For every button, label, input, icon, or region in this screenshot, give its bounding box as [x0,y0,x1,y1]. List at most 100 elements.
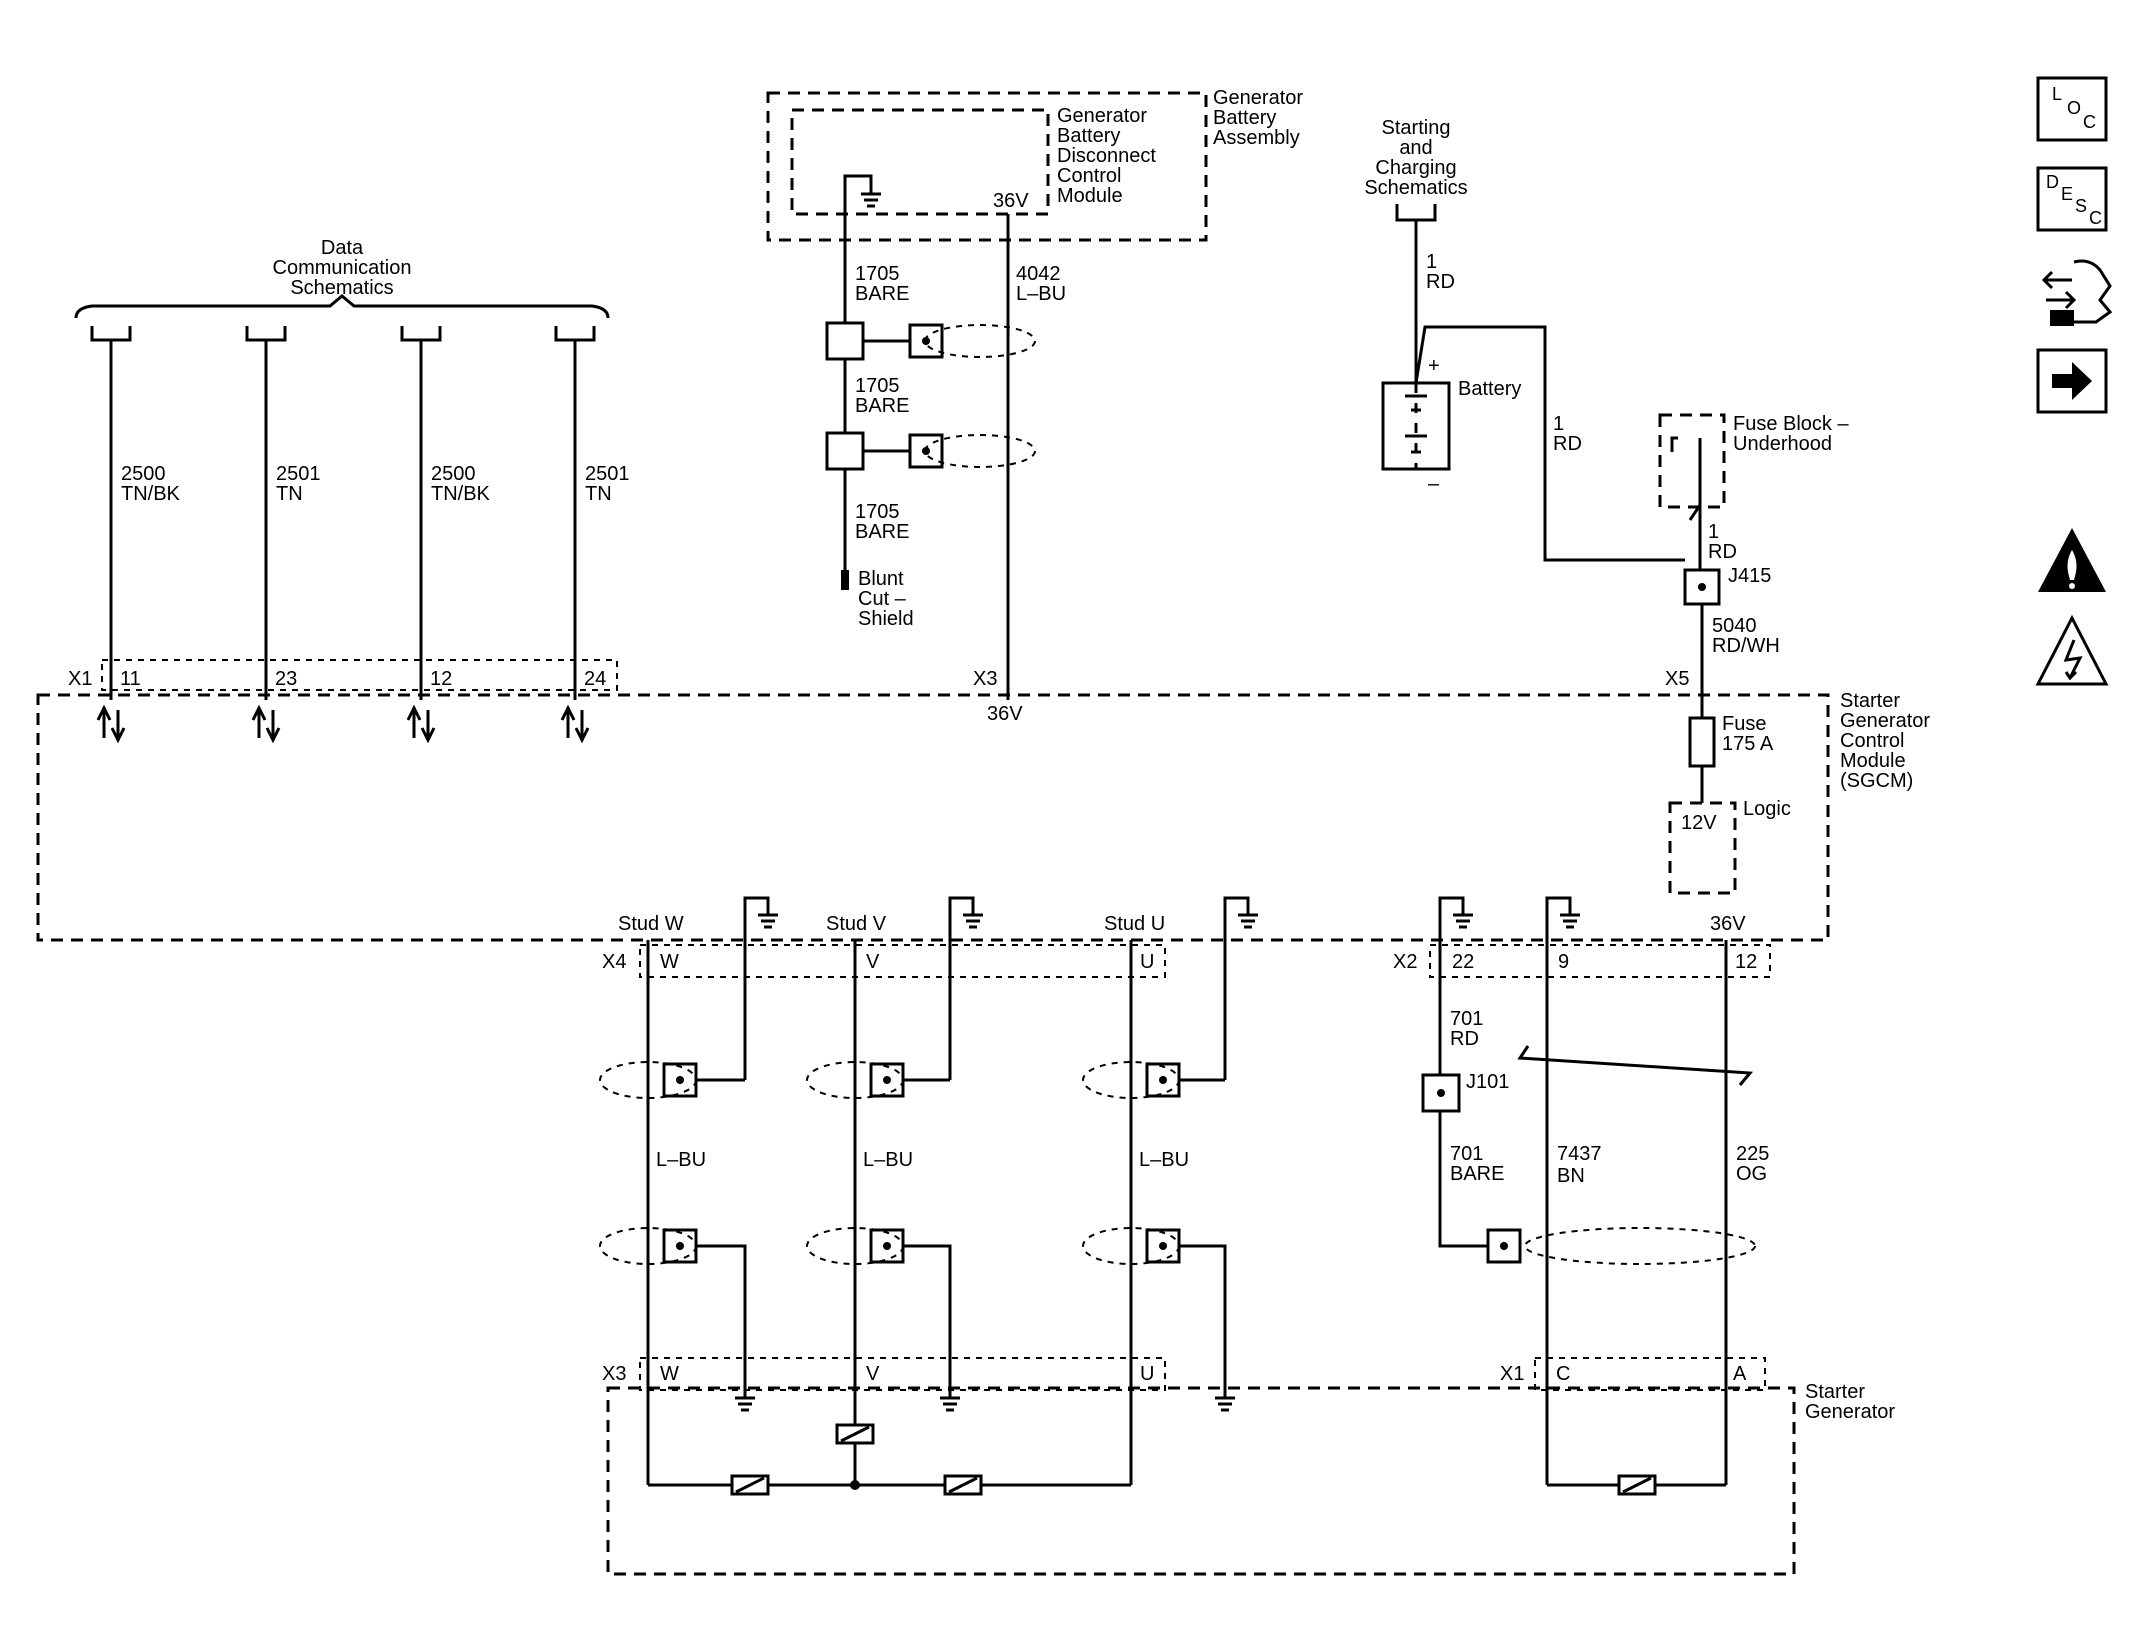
disconnect-control-module-outline [790,108,1050,216]
data-comm-wire-4-color: TN [585,483,612,505]
loc-icon-l: L [2052,84,2062,104]
stud-w-label: Stud W [618,913,684,935]
desc-icon[interactable]: D E S C [2036,166,2108,232]
sgcm-x2-connector [1429,944,1771,978]
starter-x1-pin-a: A [1733,1363,1747,1385]
assembly-label-line3: Assembly [1213,127,1300,149]
sgcm-name-line4: Module [1840,750,1906,772]
starter-generator-line2: Generator [1805,1401,1895,1423]
data-comm-wire-4-circuit: 2501 [585,463,630,485]
module-label-line4: Control [1057,165,1121,187]
sgcm-name-line5: (SGCM) [1840,770,1913,792]
stud-v-label: Stud V [826,913,887,935]
shield-label-3-circuit: 1705 [855,501,900,523]
data-comm-wire-3: 2500 TN/BK 12 [400,326,491,744]
loc-icon[interactable]: L O C [2036,76,2108,142]
charging-schem-line2: and [1399,137,1432,159]
wire1-circuit: 1 [1426,251,1437,273]
data-comm-pin-24: 24 [584,668,606,690]
blunt-cut-line2: Cut – [858,588,907,610]
desc-icon-e: E [2061,184,2073,204]
sgcm-name-line3: Control [1840,730,1904,752]
wire1-color: RD [1426,271,1455,293]
charging-connector [1395,204,1437,222]
desc-icon-c: C [2089,208,2102,228]
data-comm-pin-23: 23 [275,668,297,690]
x2-shield-ellipse [1524,1227,1756,1265]
sgcm-x5-label: X5 [1665,668,1689,690]
sgcm-x4-connector [639,944,1166,978]
wire-4042-circuit: 4042 [1016,263,1061,285]
stud-u-color: L–BU [1139,1149,1189,1171]
charging-schem-line1: Starting [1382,117,1451,139]
loc-icon-c: C [2083,112,2096,132]
charging-schem-line4: Schematics [1364,177,1467,199]
high-voltage-icon[interactable] [2035,614,2109,686]
desc-icon-d: D [2046,172,2059,192]
fuse-label-line2: 175 A [1722,733,1774,755]
w225-color: OG [1736,1163,1767,1185]
ground-icon [843,174,881,590]
charging-schem-line3: Charging [1375,157,1456,179]
fuse-block-line2: Underhood [1733,433,1832,455]
data-comm-title-line1: Data [321,237,364,259]
stud-u-shield-ellipse-top [1082,1061,1180,1099]
ground-icon [1438,896,1473,1075]
desc-icon-s: S [2075,196,2087,216]
w701-color: RD [1450,1028,1479,1050]
stud-w-group: Stud W W L–BU W [599,896,778,1485]
data-comm-section: Data Communication Schematics 2500 TN/BK… [68,237,630,744]
shield-label-1-circuit: 1705 [855,263,900,285]
connector-hand-icon[interactable] [2041,259,2113,326]
module-label-line2: Battery [1057,125,1120,147]
stud-u-x3-pin: U [1140,1363,1154,1385]
data-comm-wire-1-color: TN/BK [121,483,181,505]
stud-v-shield-ellipse-top [806,1061,904,1099]
shield-splice-1 [825,321,865,361]
ground-icon [1545,896,1580,1485]
ground-icon [743,896,778,1080]
stud-v-x3-pin: V [866,1363,880,1385]
data-comm-wire-2: 2501 TN 23 [245,326,321,744]
shield-label-1-color: BARE [855,283,909,305]
stud-u-pin: U [1140,951,1154,973]
sgcm-name-line1: Starter [1840,690,1900,712]
starter-generator-line1: Starter [1805,1381,1865,1403]
ground-icon [735,1396,755,1412]
wire4-color: RD/WH [1712,635,1780,657]
generator-battery-assembly: Generator Battery Assembly Generator Bat… [766,87,1303,725]
shield-ellipse-1 [924,324,1036,358]
stud-w-x3-pin: W [660,1363,679,1385]
shield-ellipse-2 [924,434,1036,468]
splice-j415-label: J415 [1728,565,1771,587]
caution-icon[interactable] [2038,528,2106,592]
arrow-right-icon[interactable] [2036,348,2108,414]
fuse-175a [1688,716,1716,768]
stud-u-label: Stud U [1104,913,1165,935]
data-comm-wire-3-circuit: 2500 [431,463,476,485]
data-comm-brace [74,294,610,319]
wire4-circuit: 5040 [1712,615,1757,637]
ground-icon [948,896,983,1080]
stud-w-shield-ellipse-top [599,1061,697,1099]
sgcm-x4-label: X4 [602,951,626,973]
wire3-circuit: 1 [1708,521,1719,543]
data-comm-title-line2: Communication [273,257,412,279]
module-voltage: 36V [993,190,1029,212]
data-comm-wire-2-color: TN [276,483,303,505]
data-comm-wire-1-circuit: 2500 [121,463,166,485]
bidirectional-arrow-icon [406,704,436,744]
blunt-cut-line3: Shield [858,608,914,630]
starter-generator: Starter Generator X1 C A [606,1357,1895,1576]
splice-j101-label: J101 [1466,1071,1509,1093]
sgcm-x2-label: X2 [1393,951,1417,973]
wire3-color: RD [1708,541,1737,563]
sgcm-x2-voltage: 36V [1710,913,1746,935]
data-comm-wire-4: 2501 TN 24 [554,326,630,744]
starter-x1-label: X1 [1500,1363,1524,1385]
w7437-color: BN [1557,1165,1585,1187]
fuse-block-underhood [1658,413,1726,509]
generator-battery-assembly-outline [766,91,1208,242]
data-comm-pin-12: 12 [430,668,452,690]
bidirectional-arrow-icon [96,704,126,744]
